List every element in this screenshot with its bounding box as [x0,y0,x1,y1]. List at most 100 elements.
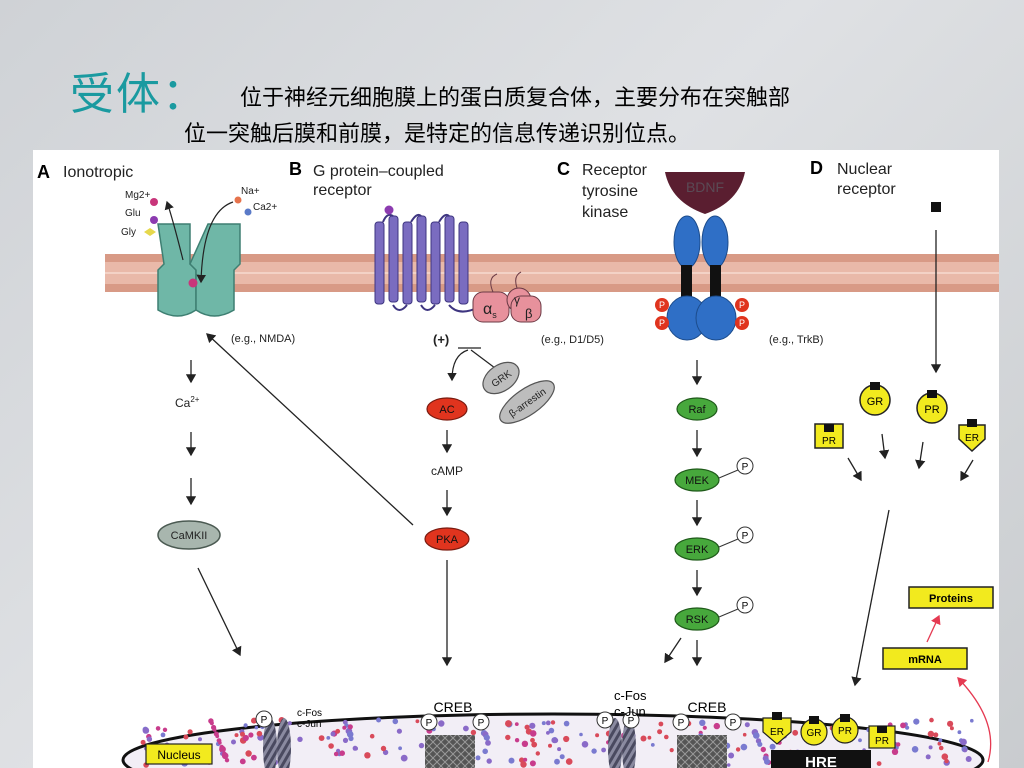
chromatin-dot [658,721,664,727]
diagonal-arrow-icon [847,457,862,482]
diagonal-arrow-icon [960,459,974,482]
nuclear-entry-arrow-icon [851,509,890,687]
down-arrow-icon [878,433,890,460]
chromatin-dot [160,732,166,738]
chromatin-dot [521,740,529,747]
panel-b-example: (e.g., D1/D5) [541,334,604,346]
chromatin-dot [726,763,731,767]
chromatin-dot [183,734,189,740]
raf-label: Raf [688,404,706,416]
chromatin-dot [508,757,515,764]
chromatin-dot [155,726,161,731]
chromatin-dot [364,752,371,759]
proteins-label: Proteins [929,593,973,605]
panel-a: A Ionotropic Mg2+ Glu Gly Na+ Ca2+ (e.g.… [37,162,295,657]
chromatin-dot [563,735,570,743]
svg-text:P: P [261,715,268,726]
pka-feedback-arrow-icon [206,333,414,526]
chromatin-dot [944,758,949,764]
inhibition-line-icon [470,349,496,369]
panel-d-title-line2: receptor [837,181,896,198]
chromatin-dot [713,722,720,730]
chromatin-dot [937,741,942,746]
chromatin-dot [529,722,536,729]
chromatin-dot [548,727,555,734]
phospho-p-icon [724,713,742,731]
phospho-link-icon [718,469,739,479]
phospho-p-icon [472,713,490,731]
chromatin-dot [483,734,490,741]
glu-dot-icon [150,216,158,224]
ion-na-label: Na+ [241,186,260,197]
ion-mg-label: Mg2+ [125,190,150,201]
phospho-p-icon [622,711,640,729]
diagonal-arrow-icon [197,567,242,657]
panel-d-title-line1: Nuclear [837,161,893,178]
title-keyword: 受体： [70,69,208,120]
chromatin-dot [245,750,252,757]
chromatin-dot [333,751,339,757]
panel-a-example: (e.g., NMDA) [231,333,295,345]
mg-exit-arrow-icon [164,200,184,261]
chromatin-dot [219,745,226,753]
ion-gly-label: Gly [121,227,136,238]
chromatin-dot [524,724,530,730]
chromatin-dot [212,727,217,732]
chromatin-dot [699,719,706,726]
cfos-cjun-dimer-1: P c-Fos c-Jun [255,708,322,768]
erk-node [674,537,720,561]
chromatin-dot [335,728,341,734]
chromatin-dot [669,748,674,753]
hre-box [771,750,871,768]
steroid-ligand-icon [931,202,941,212]
chromatin-dot [552,737,559,744]
chromatin-dot [891,748,899,755]
camkii-label: CaMKII [171,530,208,542]
chromatin-dot [550,720,556,725]
chromatin-dot [415,719,420,724]
chromatin-dot [559,754,565,760]
g-protein-complex: αs γ β [472,271,542,323]
panel-c-title-line2: tyrosine [582,183,638,200]
na-ion-icon [234,196,242,204]
cfos-cjun-dimer-2: P P c-Fos c-Jun [596,688,647,768]
chromatin-dot [140,739,146,745]
chromatin-dot [664,734,669,740]
chromatin-dot [554,758,560,765]
rsk-label: RSK [686,614,709,626]
chromatin-dot [933,732,939,738]
gr-label: GR [807,728,822,739]
chromatin-dot [925,754,931,760]
panel-a-letter: A [37,162,50,182]
chromatin-dot [657,729,663,735]
chromatin-dot [162,727,168,732]
chromatin-dot [198,737,202,742]
phospho-p-label: P [742,531,749,542]
mg-ion-icon [150,198,158,206]
mrna-label: mRNA [908,654,942,666]
diagonal-arrow-icon [664,637,682,664]
phospho-p-icon [655,298,669,312]
nuclear-receptor-dimers: ER GR PR PR [762,712,896,749]
ac-label: AC [439,404,454,416]
chromatin-dot [647,735,652,740]
chromatin-dot [240,731,245,737]
ion-influx-arrow-icon [196,201,234,284]
beta-label: β [525,306,532,321]
chromatin-dot [485,740,491,746]
chromatin-dot [339,750,346,756]
chromatin-dot [744,722,750,728]
chromatin-dot [928,745,933,750]
panel-b: B G protein–coupled receptor αs γ β (+) … [206,159,604,667]
chromatin-dot [957,730,962,735]
chromatin-dot [251,754,257,761]
chromatin-dot [535,751,540,756]
chromatin-dot [438,720,445,727]
chromatin-dot [475,755,481,761]
chromatin-dot [947,720,954,727]
phospho-p-icon [735,316,749,330]
phospho-link-icon [718,538,739,548]
chromatin-dot [529,730,537,737]
chromatin-dot [215,734,220,739]
chromatin-dot [728,752,735,759]
